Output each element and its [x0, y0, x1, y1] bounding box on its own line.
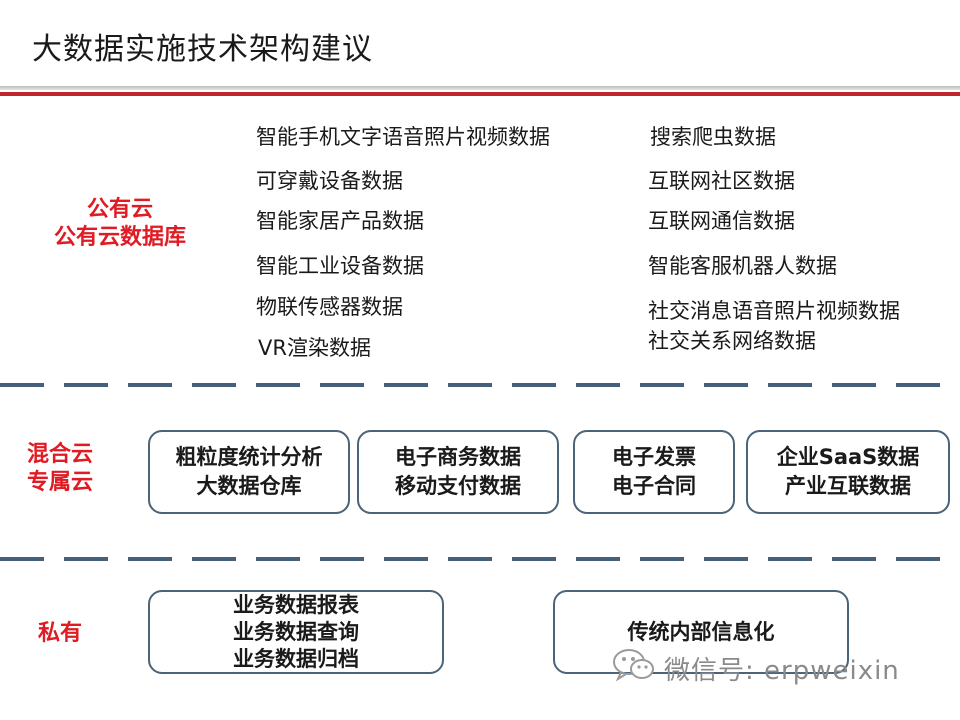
- divider-dashed-1: [0, 383, 960, 387]
- hybrid-box-einvoice: 电子发票 电子合同: [573, 430, 735, 514]
- box-line: 企业SaaS数据: [776, 445, 920, 469]
- public-item: 搜索爬虫数据: [650, 125, 776, 149]
- box-line: 移动支付数据: [395, 474, 521, 498]
- public-item: 互联网通信数据: [648, 209, 795, 233]
- zone-label-hybrid: 混合云 专属云: [10, 441, 110, 497]
- zone-label-public-line1: 公有云: [86, 197, 153, 222]
- zone-label-hybrid-line1: 混合云: [26, 442, 93, 467]
- zone-label-private-line1: 私有: [37, 621, 82, 646]
- private-box-business-data: 业务数据报表 业务数据查询 业务数据归档: [148, 590, 444, 674]
- public-item: 社交消息语音照片视频数据: [648, 299, 900, 323]
- watermark: 微信号: erpweixin: [612, 648, 900, 688]
- wechat-icon: [612, 647, 656, 690]
- box-line: 电子商务数据: [395, 445, 521, 469]
- box-line: 电子发票: [612, 445, 696, 469]
- public-item: 可穿戴设备数据: [256, 169, 403, 193]
- hybrid-box-analytics: 粗粒度统计分析 大数据仓库: [148, 430, 350, 514]
- public-item: 智能客服机器人数据: [648, 254, 837, 278]
- public-item: VR渲染数据: [258, 336, 371, 360]
- box-line: 电子合同: [612, 474, 696, 498]
- private-box-traditional-it: 传统内部信息化: [553, 590, 849, 674]
- public-item: 智能手机文字语音照片视频数据: [256, 125, 550, 149]
- box-line: 产业互联数据: [785, 474, 911, 498]
- box-line: 业务数据查询: [233, 619, 359, 644]
- zone-label-public: 公有云 公有云数据库: [20, 196, 220, 252]
- public-item: 物联传感器数据: [256, 295, 403, 319]
- box-line: 粗粒度统计分析: [175, 445, 323, 469]
- zone-label-public-line2: 公有云数据库: [53, 225, 186, 250]
- public-item: 互联网社区数据: [648, 169, 795, 193]
- hybrid-box-ecommerce: 电子商务数据 移动支付数据: [357, 430, 559, 514]
- box-line: 业务数据归档: [233, 646, 359, 671]
- box-line: 大数据仓库: [196, 474, 302, 498]
- divider-dashed-2: [0, 557, 960, 561]
- hybrid-box-saas: 企业SaaS数据 产业互联数据: [746, 430, 950, 514]
- public-item: 智能工业设备数据: [256, 254, 424, 278]
- zone-label-private: 私有: [10, 620, 110, 648]
- watermark-text: 微信号: erpweixin: [664, 655, 900, 686]
- header-rule-gray: [0, 86, 960, 90]
- public-item: 智能家居产品数据: [256, 209, 424, 233]
- box-line: 业务数据报表: [233, 592, 359, 617]
- box-line: 传统内部信息化: [627, 619, 775, 644]
- public-item: 社交关系网络数据: [648, 329, 816, 353]
- header-rule-red: [0, 92, 960, 96]
- page-title: 大数据实施技术架构建议: [32, 32, 373, 67]
- zone-label-hybrid-line2: 专属云: [26, 470, 93, 495]
